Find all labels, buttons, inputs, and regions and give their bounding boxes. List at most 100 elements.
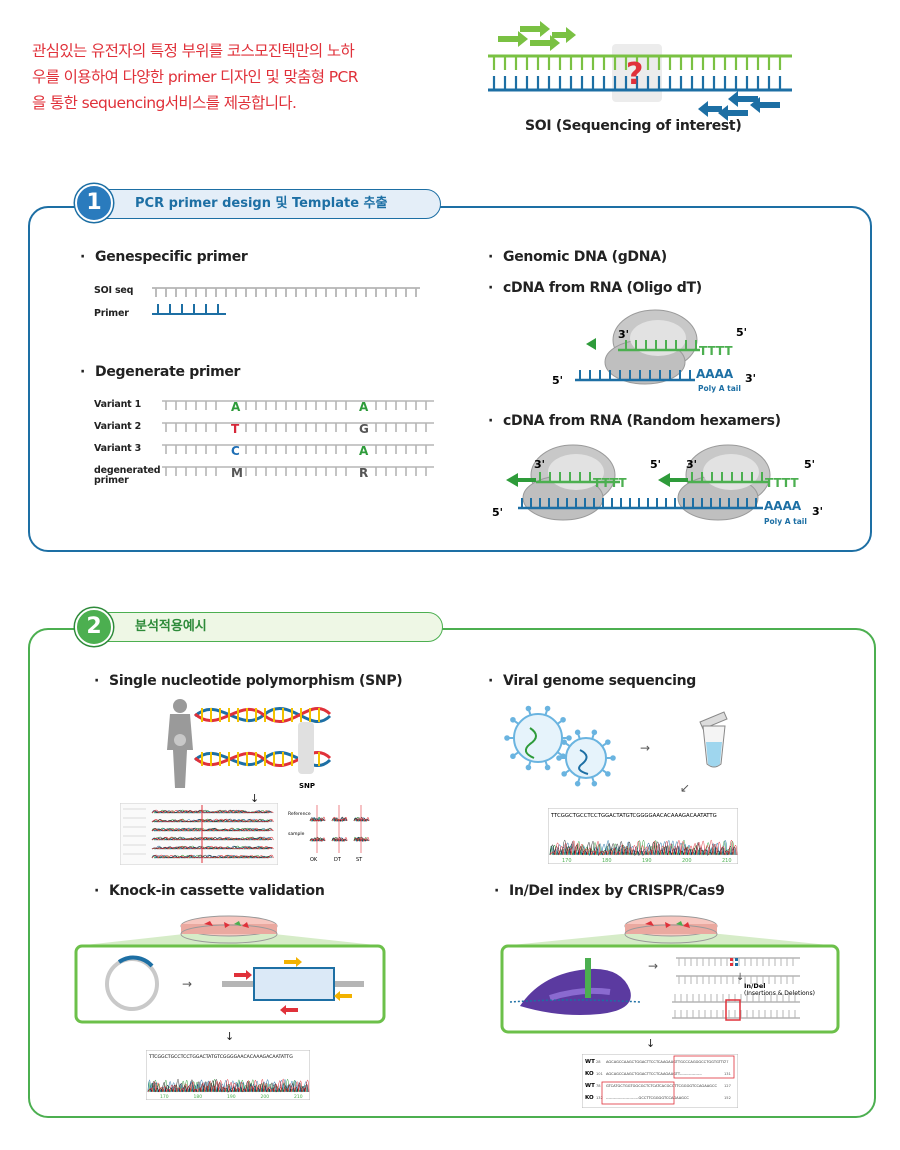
arrow-right-icon: → <box>648 959 658 973</box>
arrow-right-icon: → <box>640 741 650 755</box>
knockin-chromatogram: TTCGGCTGCCTCCTGGACTATGTCGGGGAACACAAAGACA… <box>146 1050 310 1100</box>
chromatogram-trace <box>151 818 274 823</box>
soi-diagram: ? <box>488 21 792 121</box>
reverse-primer-arrows <box>698 91 780 121</box>
alignment-sequence: -------------------------GCCTTCGGGGTCCAG… <box>606 1096 689 1100</box>
chromatogram-trace <box>151 818 270 823</box>
alignment-start: 101 <box>596 1072 603 1076</box>
axis-tick-label: 170 <box>160 1094 169 1100</box>
section-1-number: 1 <box>75 184 113 222</box>
down-arrow-icon: ↓ <box>250 792 260 805</box>
cassette-construct <box>222 967 364 1001</box>
plasmid-icon <box>105 955 159 1011</box>
random-hexamer-diagram: TTTT TTTT 3' 5' 3' 5' 5' AAAA 3' Poly A … <box>492 444 823 526</box>
down-arrow-icon: ↓ <box>736 972 744 983</box>
random-hexamer-title: cDNA from RNA (Random hexamers) <box>488 413 781 429</box>
alignment-end: 152 <box>724 1096 731 1100</box>
cdna-strand <box>618 340 700 352</box>
axis-tick-label: 190 <box>227 1094 236 1100</box>
alignment-tag: WT <box>585 1059 595 1065</box>
chromatogram-trace <box>151 827 270 832</box>
random-3prime-1: 3' <box>534 458 545 471</box>
chromatogram-trace <box>151 827 272 832</box>
chromatogram-trace <box>151 836 270 841</box>
chromatogram-trace <box>151 836 272 841</box>
indel-title: In/Del index by CRISPR/Cas9 <box>494 883 725 899</box>
chromatogram-trace <box>309 837 326 843</box>
genespecific-strands <box>152 287 420 315</box>
forward-primer-arrows <box>498 21 576 51</box>
axis-tick-label: 180 <box>194 1094 203 1100</box>
hexamer-strands <box>536 472 770 484</box>
oligo-3prime-top: 3' <box>618 328 629 341</box>
alignment-end: 127 <box>724 1084 731 1088</box>
genespecific-title: Genespecific primer <box>80 249 248 265</box>
chromatogram-trace <box>151 818 272 823</box>
alignment-tag: WT <box>585 1083 595 1089</box>
soi-bottom-strand <box>488 76 792 92</box>
alignment-sequence: AGCAGCCAAGCTGGACTTCCTCAAGAAGTT----------… <box>606 1072 703 1076</box>
primer-label: Primer <box>94 308 129 319</box>
intro-line-1: 관심있는 유전자의 특정 부위를 코스모진텍만의 노하 <box>32 42 355 60</box>
section-1-box <box>28 206 872 552</box>
oligo-dt-diagram: TTTT 3' 5' 5' AAAA 3' Poly A tail <box>552 309 756 393</box>
oligo-5prime-top: 5' <box>736 326 747 339</box>
viral-chromatogram: TTCGGCTGCCTCCTGGACTATGTCGGGGAACACAAAGACA… <box>548 808 738 864</box>
axis-tick-label: 210 <box>722 858 732 864</box>
chromatogram-trace <box>151 809 274 814</box>
mrna-strand <box>575 370 695 382</box>
chromatogram-trace <box>151 845 274 850</box>
sample-label: sample <box>288 831 305 837</box>
synthesis-arrow-1 <box>506 473 536 487</box>
chromatogram-trace <box>147 1078 310 1093</box>
axis-tick-label: 210 <box>294 1094 303 1100</box>
degenerate-row-label: Variant 1 <box>94 399 142 410</box>
axis-tick-label: 200 <box>261 1094 270 1100</box>
chromatogram-trace <box>309 816 326 822</box>
knockin-illustration: → <box>74 915 386 1024</box>
chromatogram-trace <box>151 836 273 841</box>
oligo-dt-title: cDNA from RNA (Oligo dT) <box>488 280 702 296</box>
petri-dish-icon <box>624 915 718 944</box>
synthesis-arrow <box>586 338 618 350</box>
indel-illustration: → ↓ In/Del (Insertions & Deletions) <box>500 915 840 1034</box>
snp-tick-st: ST <box>356 857 363 863</box>
random-5prime-bottom: 5' <box>492 506 503 519</box>
degenerate-base-b: A <box>359 400 369 414</box>
alignment-tag: KO <box>585 1095 594 1101</box>
indel-label: In/Del <box>744 982 765 990</box>
random-aaaa: AAAA <box>764 499 802 513</box>
alignment-sequence: GTCATGCTGGTGGCGCTCTCATCACGCCTTCGGGGTCCAG… <box>606 1084 717 1088</box>
section-2-title: 분석적용예시 <box>74 612 443 642</box>
primer-strand <box>152 304 226 315</box>
viral-title: Viral genome sequencing <box>488 673 696 689</box>
chromatogram-trace <box>151 854 272 859</box>
random-3prime-2: 3' <box>686 458 697 471</box>
soi-highlight <box>612 44 662 102</box>
chromatogram-trace <box>151 836 274 841</box>
down-arrow-icon: ↓ <box>646 1037 656 1050</box>
degenerate-base-b: A <box>359 444 369 458</box>
tube-icon <box>699 711 728 768</box>
axis-tick-label: 180 <box>602 858 612 864</box>
alignment-start: 132 <box>596 1096 603 1100</box>
chromatogram-trace <box>151 854 274 859</box>
soi-top-strand <box>488 54 792 70</box>
soi-seq-label: SOI seq <box>94 285 134 296</box>
snp-highlight <box>298 722 314 774</box>
viral-sequence: TTCGGCTGCCTCCTGGACTATGTCGGGGAACACAAAGACA… <box>550 813 717 819</box>
petri-dish-icon <box>180 915 278 944</box>
synthesis-arrow-2 <box>658 473 688 487</box>
intro-text: 관심있는 유전자의 특정 부위를 코스모진텍만의 노하 우를 이용하여 다양한 … <box>32 38 462 116</box>
oligo-tttt: TTTT <box>699 344 733 358</box>
virus-icon-2 <box>556 729 616 787</box>
random-tttt-2: TTTT <box>765 476 799 490</box>
snp-illustration: SNP <box>167 699 332 790</box>
primer-arrows <box>234 957 352 1015</box>
knockin-title: Knock-in cassette validation <box>94 883 325 899</box>
chromatogram-trace <box>151 809 272 814</box>
